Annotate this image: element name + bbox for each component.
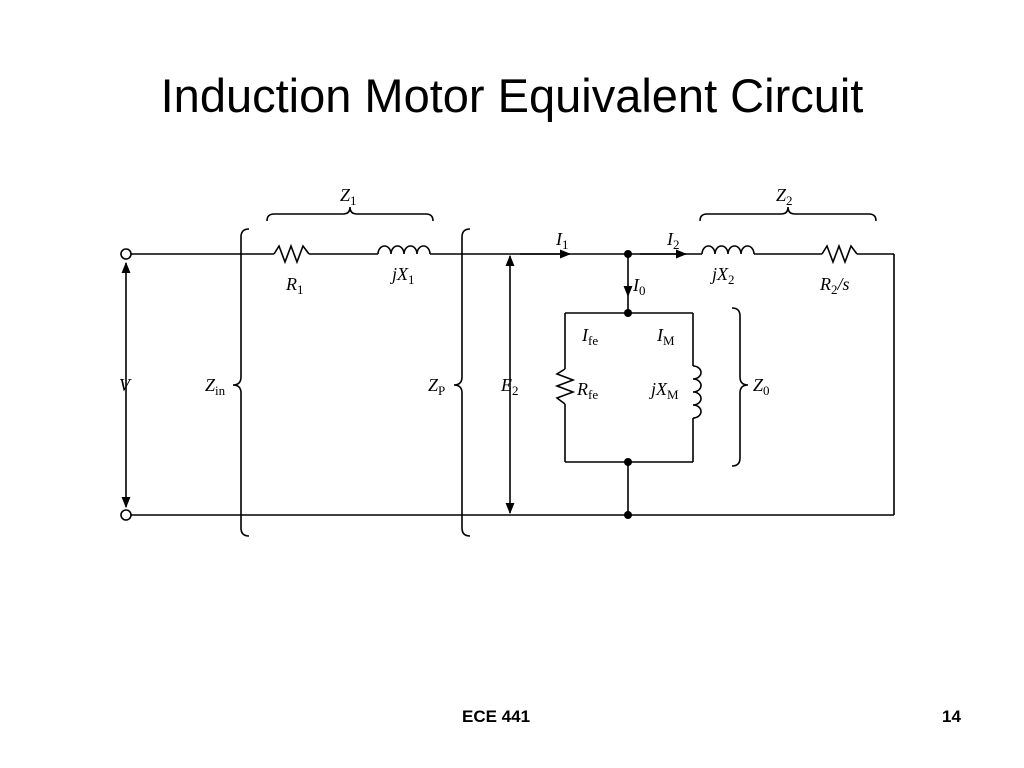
zp-brace <box>453 228 471 537</box>
junction-bottom-node <box>624 511 632 519</box>
jxm-inductor <box>692 365 702 419</box>
footer-course-label: ECE 441 <box>462 707 531 726</box>
slide-title: Induction Motor Equivalent Circuit <box>160 69 864 122</box>
label-v: V <box>119 375 132 395</box>
label-jxm: jXM <box>649 379 679 402</box>
label-zp: ZP <box>428 375 445 398</box>
label-ife: Ife <box>581 325 598 348</box>
label-jx1: jX1 <box>390 264 415 287</box>
r1-resistor <box>273 243 310 265</box>
label-r2s: R2/s <box>819 274 850 297</box>
zin-brace <box>232 228 250 537</box>
label-i1: I1 <box>555 229 569 252</box>
junction-shunt-top <box>624 309 632 317</box>
label-e2: E2 <box>500 375 519 398</box>
terminal-top <box>120 248 132 260</box>
label-i0: I0 <box>632 275 646 298</box>
jx2-inductor <box>701 245 755 255</box>
rfe-resistor <box>554 368 576 405</box>
terminal-bottom <box>120 509 132 521</box>
label-z1: Z1 <box>340 185 357 208</box>
label-z0: Z0 <box>753 375 770 398</box>
label-zin: Zin <box>205 375 226 398</box>
junction-shunt-bottom <box>624 458 632 466</box>
z1-brace <box>266 206 434 222</box>
junction-top-node <box>624 250 632 258</box>
r2s-resistor <box>821 243 858 265</box>
label-im: IM <box>656 325 675 348</box>
label-jx2: jX2 <box>710 264 735 287</box>
jx1-inductor <box>377 245 431 255</box>
z2-brace <box>699 206 877 222</box>
label-i2: I2 <box>666 229 680 252</box>
label-r1: R1 <box>285 274 304 297</box>
z0-brace <box>731 307 749 467</box>
footer-page-number: 14 <box>942 707 961 726</box>
label-rfe: Rfe <box>576 379 598 402</box>
label-z2: Z2 <box>776 185 793 208</box>
